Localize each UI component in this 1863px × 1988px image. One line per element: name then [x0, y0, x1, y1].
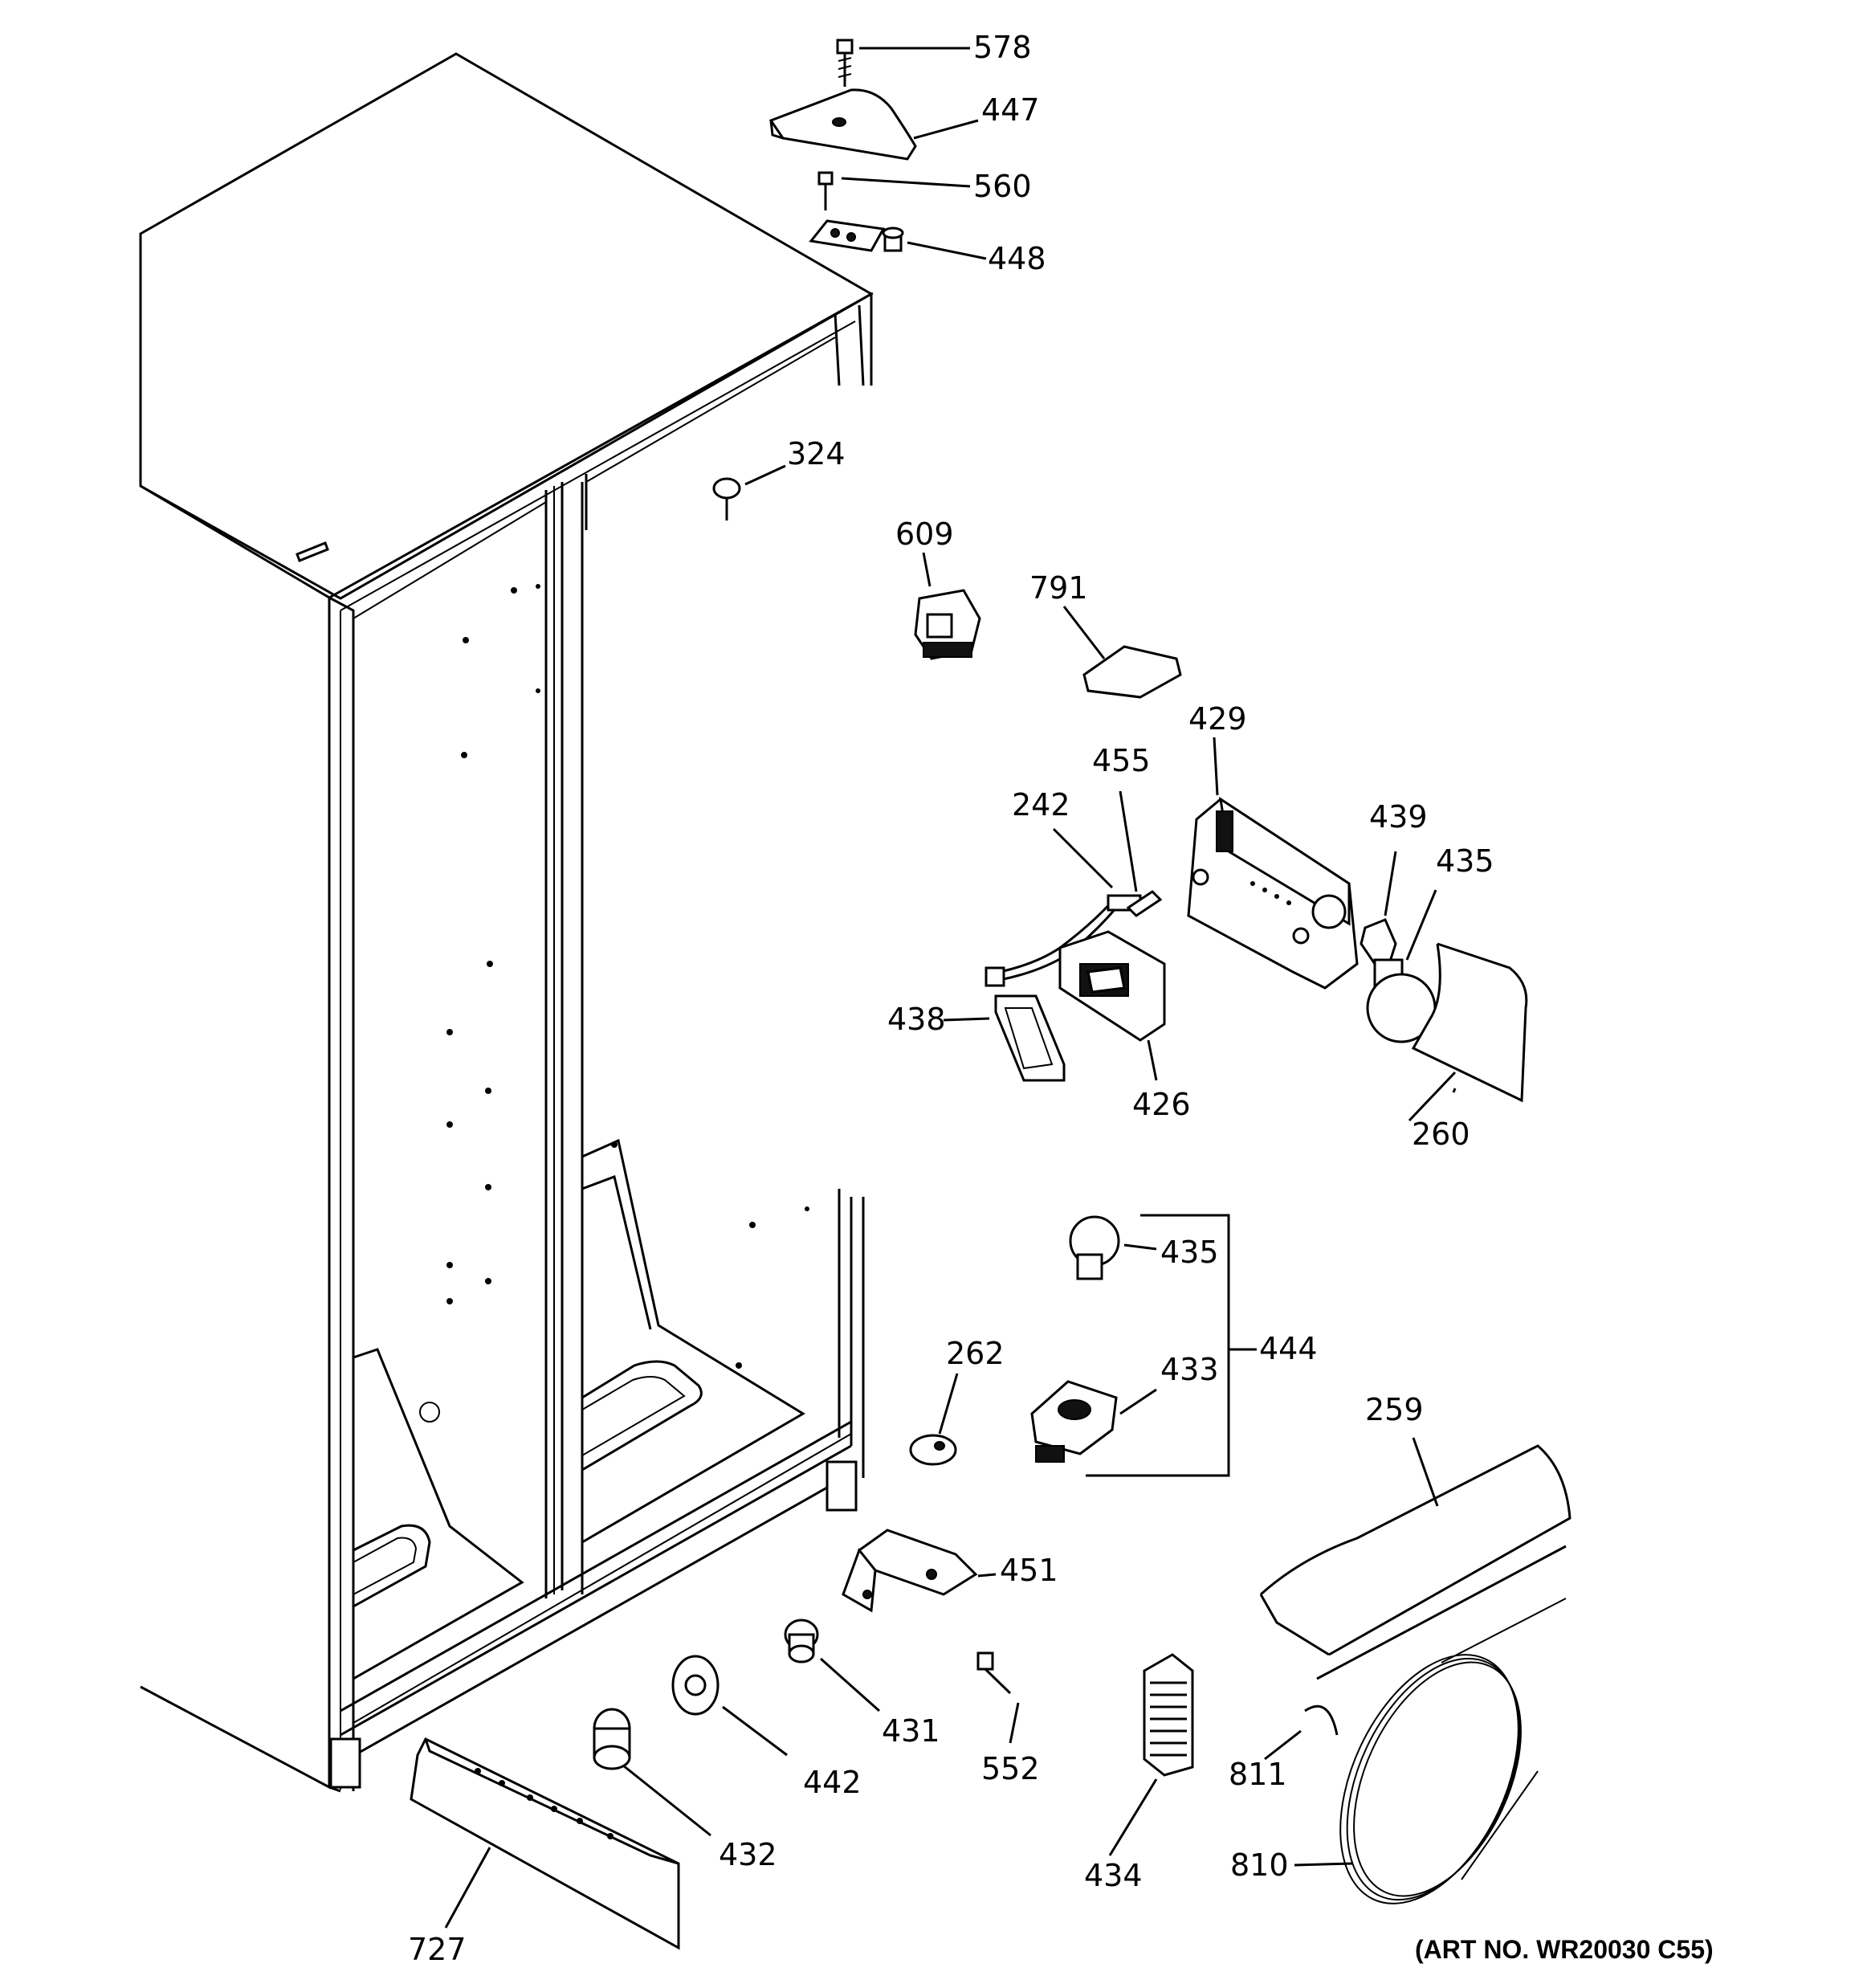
clip-811	[1264, 1704, 1339, 1761]
hinge-451	[842, 1529, 997, 1613]
lens-frame-438	[943, 994, 1066, 1082]
label-455: 455	[1092, 743, 1151, 778]
cam-262	[909, 1373, 959, 1466]
label-434: 434	[1084, 1858, 1143, 1893]
light-shield-260	[1408, 942, 1528, 1122]
bushing-432	[593, 1708, 711, 1837]
label-442: 442	[803, 1765, 862, 1800]
label-578: 578	[973, 30, 1032, 65]
label-259: 259	[1365, 1392, 1424, 1427]
callout-labels: 578 447 560 448 324 609 791 429 455 242 …	[408, 30, 1714, 1967]
label-433: 433	[1160, 1352, 1219, 1387]
label-262: 262	[946, 1336, 1005, 1371]
refrigerator-cabinet	[139, 52, 874, 1793]
heater-wire-810	[1294, 1598, 1567, 1904]
label-444: 444	[1259, 1331, 1318, 1366]
hinge-screw-560	[817, 171, 971, 210]
socket-439	[1360, 851, 1397, 965]
label-435-lower: 435	[1160, 1235, 1219, 1270]
bushing-431	[784, 1619, 880, 1712]
relay-609	[914, 552, 981, 660]
hinge-cover-447	[768, 88, 979, 161]
terminal-455	[1119, 790, 1163, 917]
hinge-screw-578	[836, 39, 970, 87]
label-324: 324	[787, 436, 846, 471]
label-447: 447	[981, 92, 1040, 128]
label-560: 560	[973, 169, 1032, 204]
label-451: 451	[1000, 1553, 1058, 1588]
label-609: 609	[895, 516, 954, 552]
label-439: 439	[1369, 799, 1428, 835]
label-811: 811	[1229, 1757, 1287, 1792]
bracket-444	[1086, 1214, 1257, 1477]
light-socket-426	[1058, 930, 1166, 1081]
bulb-435	[1366, 889, 1437, 1043]
label-810: 810	[1230, 1847, 1289, 1883]
grille-434	[1108, 1653, 1194, 1856]
light-socket-433	[1030, 1380, 1157, 1463]
label-438: 438	[887, 1002, 946, 1037]
label-791: 791	[1029, 570, 1088, 606]
label-432: 432	[719, 1837, 777, 1872]
label-431: 431	[882, 1713, 940, 1749]
screw-324	[712, 464, 786, 520]
light-bulb-435	[1069, 1215, 1157, 1280]
light-housing-429	[1187, 737, 1359, 990]
label-260: 260	[1412, 1116, 1470, 1152]
top-hinge-448	[809, 219, 987, 260]
label-448: 448	[988, 241, 1046, 276]
label-435-upper: 435	[1436, 843, 1494, 879]
screw-552	[976, 1651, 1020, 1744]
label-242: 242	[1012, 787, 1070, 823]
washer-442	[671, 1655, 788, 1757]
art-number: (ART NO. WR20030 C55)	[1415, 1935, 1714, 1964]
label-426: 426	[1132, 1087, 1191, 1122]
cover-259	[1259, 1437, 1572, 1680]
cover-727	[410, 1737, 680, 1950]
cover-791	[1062, 606, 1182, 699]
label-727: 727	[408, 1932, 467, 1967]
label-552: 552	[981, 1751, 1040, 1786]
label-429: 429	[1188, 701, 1247, 737]
